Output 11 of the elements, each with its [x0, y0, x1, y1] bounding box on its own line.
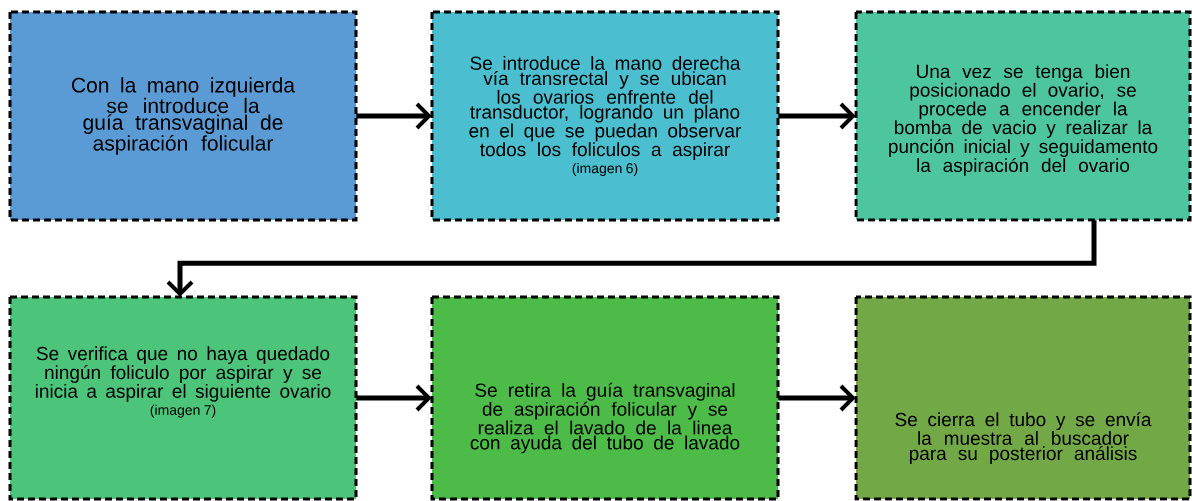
arrow — [778, 384, 856, 412]
step-text: Se verifica que no haya quedado ningún foliculo por aspirar y se inicia a aspirar el siguiente ovario (imagen 7) — [35, 346, 331, 418]
step-text: Una vez se tenga bien posicionado el ovario, se procede a encender la bomba de vacio y realizar la punción inicial y seguidamento la aspiración del ovario — [889, 64, 1158, 176]
arrow — [356, 384, 432, 412]
arrow — [778, 102, 856, 130]
step-text: Se cierra el tubo y se envía la muestra al buscador para su posterior análisis — [895, 412, 1152, 464]
step-text: Con la mano izquierda se introduce la guía transvaginal de aspiración folicular — [72, 77, 295, 155]
step-text: Se introduce la mano derecha vía transrectal y se ubican los ovarios enfrente del transductor, logrando un plano en el que se puedan observar todos los foliculos a aspirar (imagen 6) — [469, 56, 742, 176]
step-text: Se retira la guía transvaginal de aspiración folicular y se realiza el lavado de la linea con ayuda del tubo de lavado — [470, 382, 740, 454]
arrow — [166, 220, 1097, 297]
arrow — [356, 102, 432, 130]
